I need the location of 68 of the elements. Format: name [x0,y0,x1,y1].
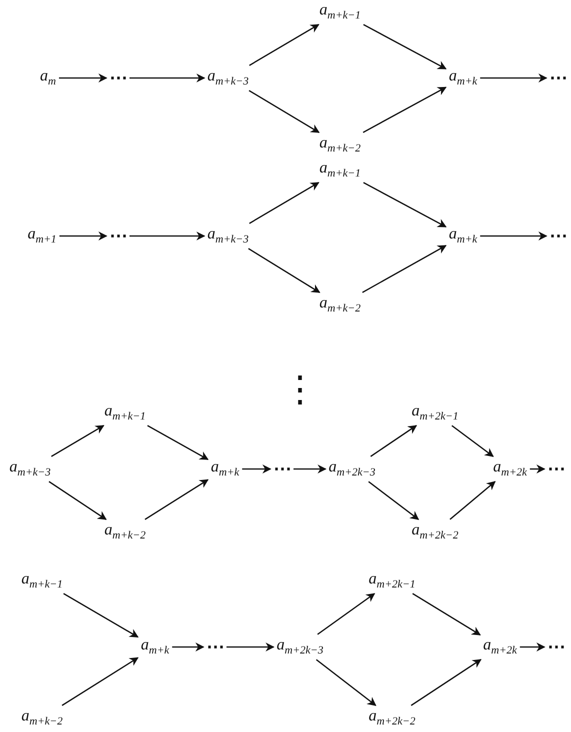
arrow [58,74,108,82]
sequence-term: a$_{m+k}$ [448,226,478,246]
ellipsis: ⋯ [110,227,126,245]
sequence-term: a$_{m+k−2}$ [21,708,63,728]
ellipsis: ⋯ [548,460,564,478]
sequence-term: a$_{m+2k−2}$ [368,708,416,728]
arrow [249,24,320,66]
arrow [412,593,481,636]
arrow [51,425,104,457]
arrow [130,74,206,82]
sequence-term: a$_{m+2k−1}$ [412,403,458,423]
arrow [370,425,418,457]
sequence-term: a$_{m+1}$ [28,226,56,246]
arrow [144,479,209,520]
sequence-term: a$_{m+k−3}$ [207,68,249,88]
sequence-term: a$_{m+k−1}$ [104,403,146,423]
ellipsis: ⋯ [110,69,126,87]
sequence-term: a$_{m+k−1}$ [319,160,361,180]
arrow [147,425,209,460]
ellipsis: ⋯ [550,69,566,87]
arrow [294,464,327,474]
sequence-term: a$_{m+k}$ [210,459,240,479]
sequence-term: a$_{m+k}$ [140,637,170,657]
arrow [451,425,494,457]
arrow [363,182,447,228]
arrow [368,481,420,520]
arrow [317,593,376,635]
arrow [480,232,548,240]
sequence-term: a$_{m+2k}$ [493,459,527,479]
arrow [316,659,376,706]
sequence-term: a$_{m+2k}$ [483,637,517,657]
vertical-ellipsis: ⋮ [282,372,318,408]
sequence-term: a$_{m+2k−2}$ [412,522,458,542]
ellipsis: ⋯ [548,638,564,656]
sequence-term: a$_{m+k}$ [448,68,478,88]
arrow [48,481,107,520]
arrow [249,182,320,224]
arrow [63,593,139,638]
arrow [59,232,108,240]
sequence-term: a$_{m+2k−1}$ [368,571,416,591]
sequence-term: a$_{m+k−2}$ [319,295,361,315]
ellipsis: ⋯ [206,638,224,656]
sequence-term: a$_{m+k−3}$ [207,226,249,246]
sequence-term: a$_{m+2k−3}$ [328,459,376,479]
sequence-term: a$_{m+k−3}$ [9,459,51,479]
sequence-term: a$_{m+k−2}$ [104,522,146,542]
arrow [242,464,272,474]
arrow [172,642,204,652]
sequence-term: a$_{m+2k−3}$ [276,637,324,657]
sequence-term: a$_{m+k−1}$ [21,571,63,591]
sequence-term: a$_{m+k−1}$ [319,2,361,22]
arrow [362,86,447,133]
sequence-term: a$_{m+k−2}$ [319,135,361,155]
arrow [248,90,320,133]
arrow [520,642,546,652]
sequence-term: a$_{m}$ [40,68,56,88]
arrow [363,24,447,70]
arrow [530,464,546,474]
ellipsis: ⋯ [274,460,290,478]
arrow [410,659,482,706]
arrow [226,642,275,652]
arrow [450,481,496,520]
arrow [362,245,447,293]
arrow [480,74,548,82]
arrow [248,248,320,293]
arrow [62,657,139,706]
ellipsis: ⋯ [550,227,566,245]
arrow [130,232,206,240]
